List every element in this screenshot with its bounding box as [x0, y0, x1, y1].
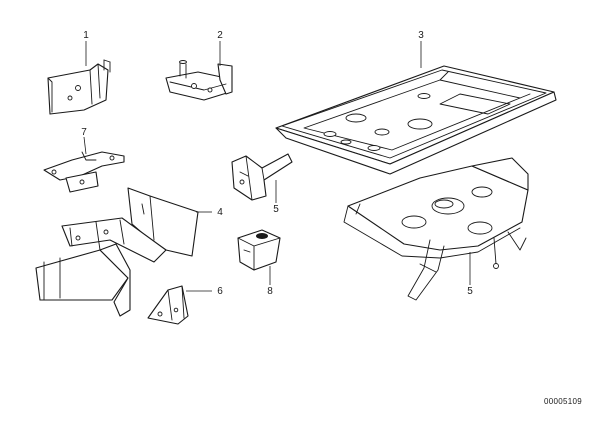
callout-4: 4 [217, 207, 223, 218]
leader-lines [83, 41, 471, 292]
part-8-clip [237, 229, 281, 271]
part-7-bracket [43, 151, 125, 193]
callout-6: 6 [217, 286, 223, 297]
callout-labels: 1 2 3 7 4 5 5 8 6 [81, 30, 473, 297]
callout-1: 1 [83, 30, 89, 41]
callout-5a: 5 [273, 204, 279, 215]
part-1-bracket [47, 59, 111, 115]
part-5-support [231, 153, 293, 201]
callout-3: 3 [418, 30, 424, 41]
part-5-battery-holder [343, 157, 529, 301]
part-4-support [35, 187, 199, 317]
leader-7 [83, 136, 87, 155]
callout-7: 7 [81, 127, 87, 138]
callout-8: 8 [267, 286, 273, 297]
part-2-bracket [165, 60, 233, 101]
callout-2: 2 [217, 30, 223, 41]
callout-5b: 5 [467, 286, 473, 297]
part-3-battery-tray [275, 65, 557, 175]
part-6-bracket [147, 285, 189, 325]
document-number: 00005109 [544, 397, 582, 406]
